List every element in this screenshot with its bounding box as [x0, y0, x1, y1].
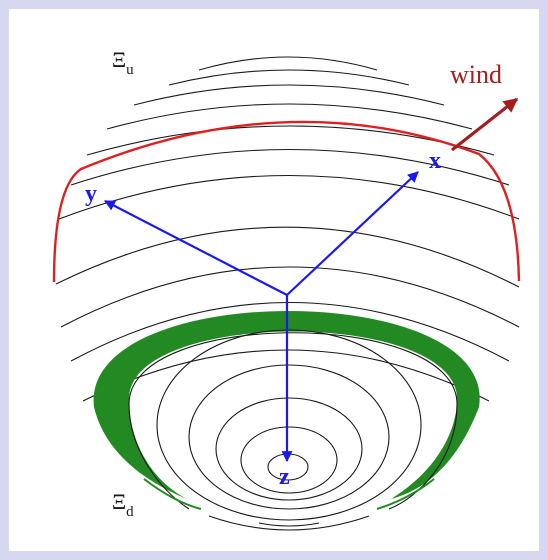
x-axis-label: x	[429, 148, 441, 174]
latitude-line	[70, 301, 510, 362]
wind-arrow	[451, 97, 519, 152]
latitude-line	[58, 174, 520, 220]
latitude-ring	[156, 329, 422, 521]
latitude-ring	[240, 426, 338, 494]
y-axis-label: y	[85, 181, 97, 207]
xi-lower-label: Ξd	[112, 489, 134, 520]
latitude-ring	[215, 397, 363, 501]
highlight-ring	[52, 120, 521, 283]
y-axis-arrow	[104, 200, 288, 296]
latitude-line	[60, 266, 520, 328]
wind-label: wind	[450, 60, 502, 89]
latitude-ring	[188, 364, 390, 510]
latitude-ring	[128, 332, 458, 510]
latitude-line	[133, 84, 445, 106]
green-edge	[376, 478, 435, 510]
coordinate-axes	[104, 171, 419, 463]
latitude-line	[168, 69, 410, 86]
x-axis-arrow	[286, 171, 419, 296]
delta-theta-label: Δθ	[198, 281, 223, 306]
latitude-line	[258, 522, 320, 527]
latitude-line	[198, 56, 378, 71]
latitude-line	[70, 148, 510, 186]
z-axis-label: z	[279, 464, 290, 490]
latitude-line	[106, 103, 473, 130]
xi-upper-label: Ξu	[112, 47, 134, 78]
green-edge	[143, 478, 202, 510]
latitude-line	[208, 515, 370, 531]
figure-canvas: Ξu Ξd wind x y z Δθ	[9, 9, 539, 551]
latitude-line	[55, 226, 520, 288]
sphere-diagram: Ξu Ξd wind x y z Δθ	[52, 47, 521, 531]
